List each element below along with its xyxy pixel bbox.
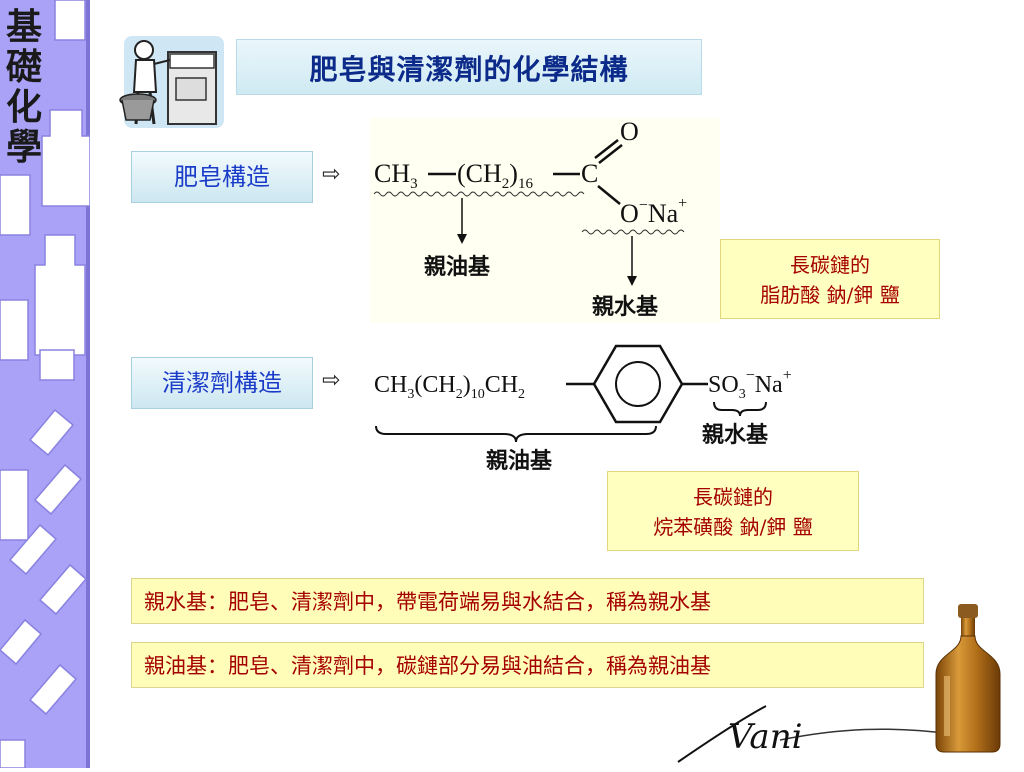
hydrophilic-definition: 親水基：肥皂、清潔劑中，帶電荷端易與水結合，稱為親水基 [131, 578, 924, 624]
soap-note-line2: 脂肪酸 鈉/鉀 鹽 [760, 283, 900, 307]
soap-note-line1: 長碳鏈的 [790, 253, 870, 277]
sidebar-title-char: 化 [5, 87, 42, 128]
detergent-hydrophilic-label: 親水基 [702, 423, 769, 448]
sidebar-title: 基 礎 化 學 [2, 8, 46, 168]
detergent-note-line1: 長碳鏈的 [693, 485, 773, 509]
soap-label: 肥皂構造 [131, 151, 313, 203]
detergent-note-line2: 烷苯磺酸 鈉/鉀 鹽 [653, 515, 813, 539]
sidebar: 基 礎 化 學 [0, 0, 91, 769]
title-box: 肥皂與清潔劑的化學結構 [236, 39, 702, 95]
signature-text: Vani [728, 717, 802, 757]
amber-bottle-illustration [935, 604, 1001, 753]
detergent-alkyl-chain: CH3(CH2)10CH2 [374, 372, 525, 402]
soap-structure-diagram: CH3 (CH2)16 C O O−Na+ 親油基 親水基 [370, 118, 720, 323]
detergent-note: 長碳鏈的 烷苯磺酸 鈉/鉀 鹽 [607, 471, 859, 551]
soap-ch3: CH3 [374, 159, 418, 192]
soap-oxygen-ion: O−Na+ [620, 195, 687, 228]
vani-signature: Vani [677, 705, 953, 763]
benzene-ring [592, 344, 684, 424]
soap-oxygen-top: O [620, 118, 639, 146]
sidebar-decoration [0, 0, 91, 769]
soap-hydrophilic-label: 親水基 [592, 295, 659, 320]
soap-ch2-chain: (CH2)16 [457, 159, 533, 192]
soap-lipophilic-label: 親油基 [424, 255, 491, 280]
detergent-lipophilic-label: 親油基 [486, 449, 553, 474]
soap-arrow-icon: ⇨ [322, 162, 341, 187]
benzene-ring-inner [615, 361, 661, 407]
sidebar-title-char: 基 [5, 7, 42, 48]
lipophilic-definition: 親油基：肥皂、清潔劑中，碳鏈部分易與油結合，稱為親油基 [131, 642, 924, 688]
detergent-arrow-icon: ⇨ [322, 368, 341, 393]
laundry-illustration [119, 36, 224, 128]
soap-note: 長碳鏈的 脂肪酸 鈉/鉀 鹽 [720, 239, 940, 319]
detergent-sulfonate: SO3−Na+ [708, 367, 792, 402]
sidebar-title-char: 礎 [5, 47, 42, 88]
page-title: 肥皂與清潔劑的化學結構 [309, 53, 629, 86]
sidebar-title-char: 學 [5, 127, 42, 168]
detergent-structure-diagram: CH3(CH2)10CH2 SO3−Na+ 親水基 親油基 [374, 344, 792, 474]
detergent-label: 清潔劑構造 [131, 357, 313, 409]
soap-carbon: C [581, 159, 598, 188]
